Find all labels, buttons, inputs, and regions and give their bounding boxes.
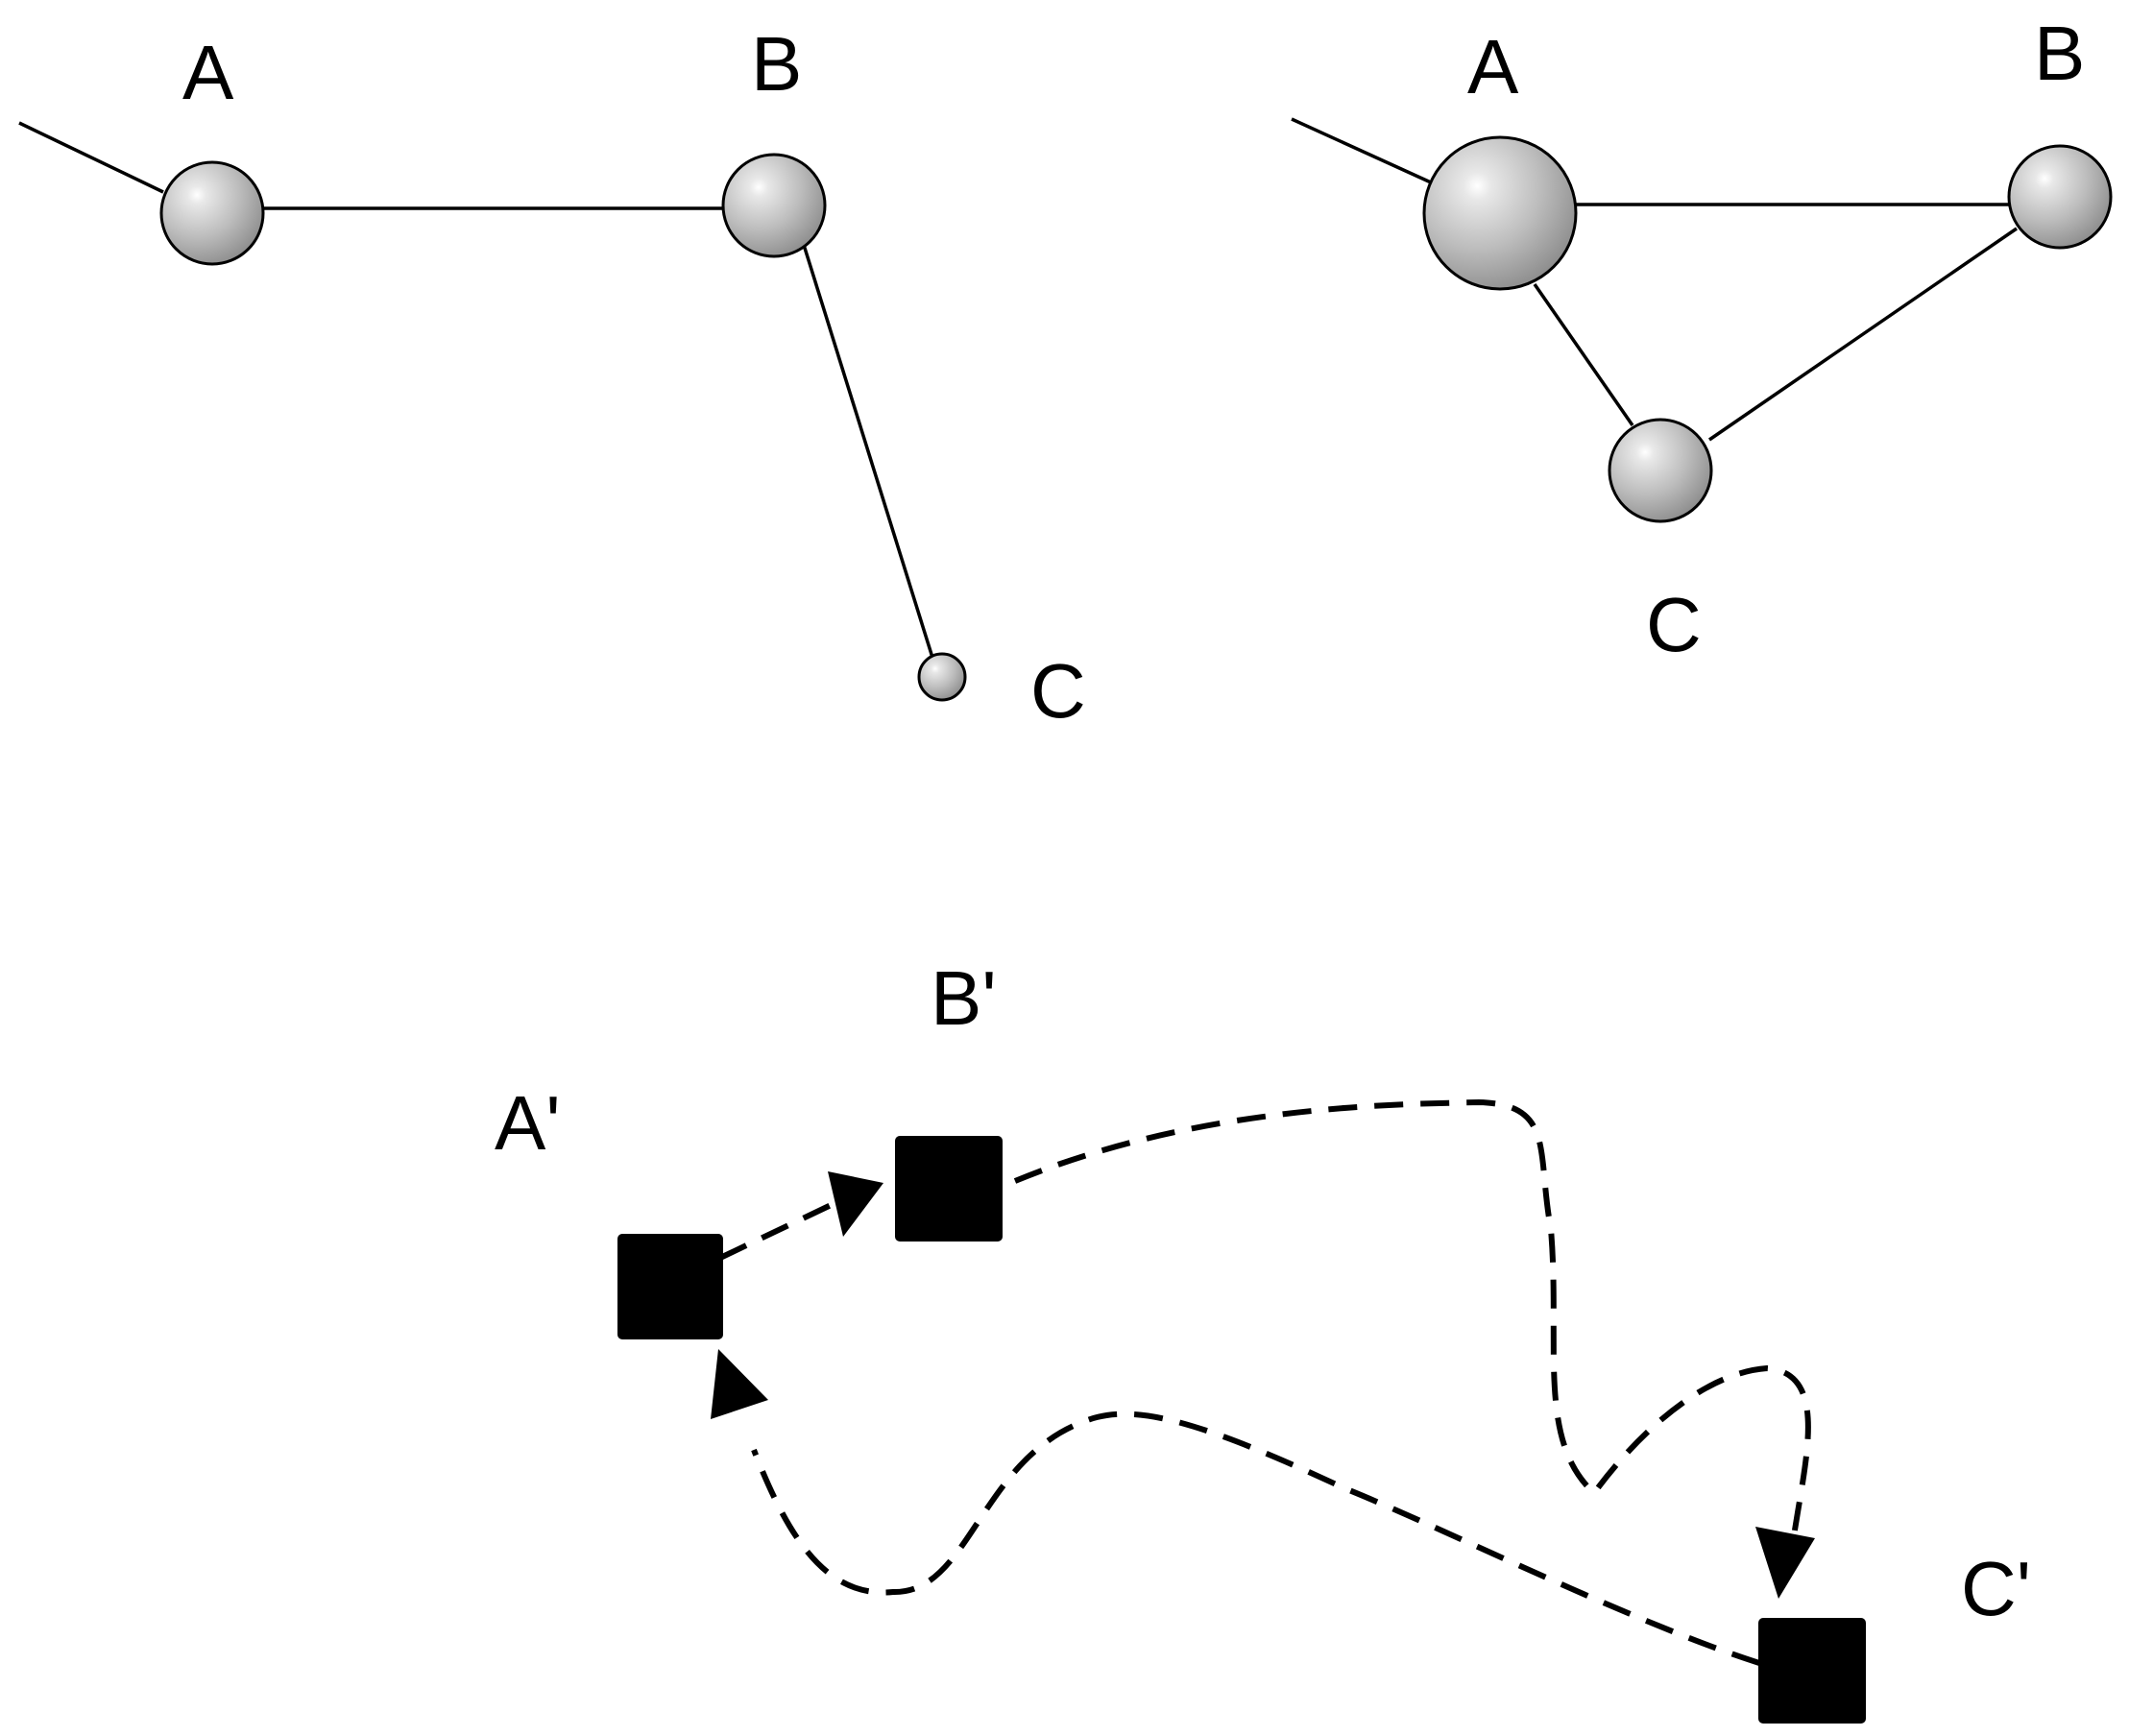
- node-a-prime-square: [617, 1234, 723, 1339]
- label-b: B: [2034, 11, 2085, 96]
- top-right-molecule: A B C: [1291, 11, 2113, 667]
- bottom-cycle: A' B' C': [495, 955, 2031, 1724]
- bond-b-c: [1708, 227, 2018, 442]
- label-a: A: [182, 30, 234, 115]
- bond-a-c: [1533, 283, 1634, 426]
- label-a-prime: A': [495, 1080, 561, 1166]
- arrow-c-to-a: [751, 1410, 1760, 1666]
- label-c: C: [1646, 582, 1702, 667]
- atom-c-sphere: [1608, 418, 1713, 523]
- bond-tail-a: [1291, 117, 1432, 184]
- arrow-b-to-c: [1013, 1098, 1811, 1537]
- node-b-prime-square: [895, 1136, 1003, 1242]
- arrowhead-c: [1755, 1527, 1815, 1599]
- atom-a-sphere: [159, 160, 265, 266]
- arrowhead-b: [828, 1171, 883, 1237]
- bond-tail-a: [18, 121, 164, 194]
- atom-a-sphere: [1422, 135, 1578, 291]
- label-c: C: [1030, 648, 1086, 734]
- label-b: B: [751, 21, 802, 107]
- bond-b-c: [802, 244, 935, 662]
- label-a: A: [1467, 24, 1519, 109]
- label-b-prime: B': [931, 955, 997, 1041]
- top-left-molecule: A B C: [18, 21, 1086, 734]
- atom-b-sphere: [2007, 144, 2113, 250]
- arrow-a-to-b: [718, 1195, 847, 1261]
- arrowhead-a: [711, 1349, 768, 1419]
- atom-c-sphere: [917, 652, 967, 702]
- node-c-prime-square: [1758, 1618, 1866, 1724]
- atom-b-sphere: [721, 153, 827, 258]
- label-c-prime: C': [1961, 1546, 2031, 1631]
